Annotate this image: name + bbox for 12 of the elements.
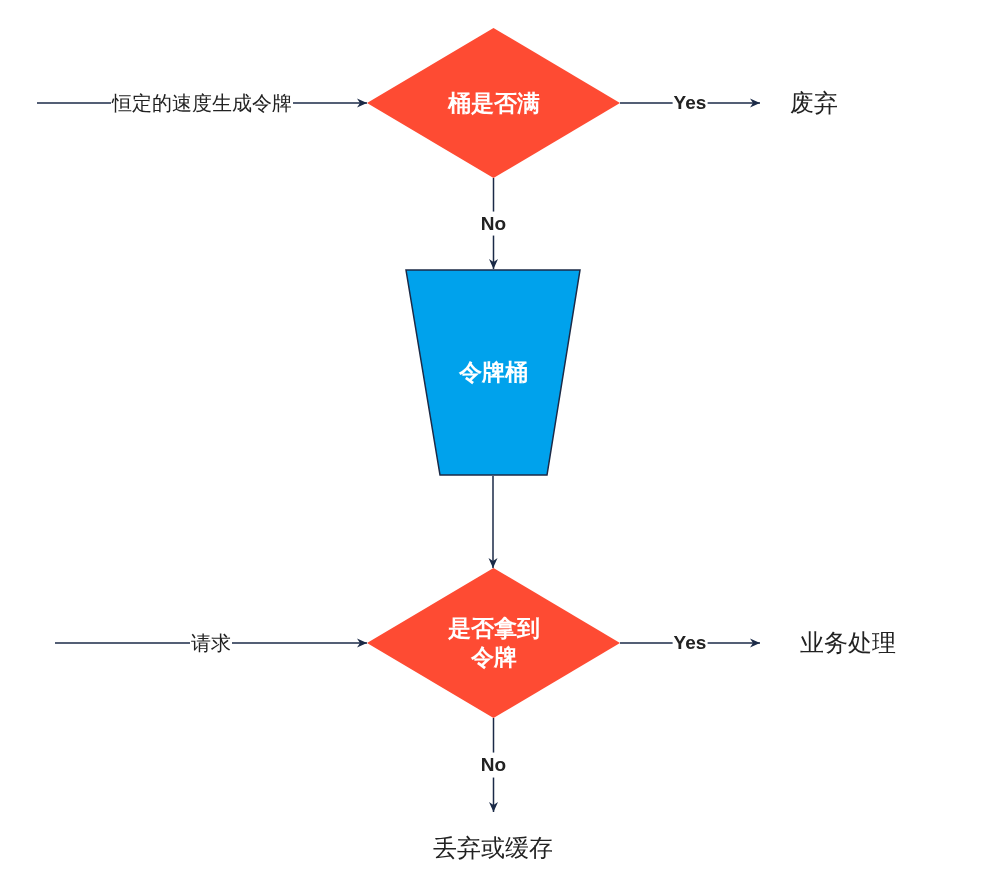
- decision-diamond: 桶是否满: [367, 28, 620, 178]
- result-text: 业务处理: [760, 618, 935, 668]
- result-text: 丢弃或缓存: [420, 812, 566, 884]
- bucket-trapezoid: 令牌桶: [405, 269, 581, 476]
- decision-diamond: 是否拿到令牌: [367, 568, 620, 718]
- arrow: [54, 638, 368, 648]
- result-text: 废弃: [760, 78, 868, 128]
- edge-label: No: [479, 752, 508, 778]
- edge-label: 恒定的速度生成令牌: [111, 92, 293, 114]
- edge-label: No: [479, 211, 508, 236]
- arrow: [488, 475, 498, 569]
- edge-label: 请求: [190, 632, 232, 654]
